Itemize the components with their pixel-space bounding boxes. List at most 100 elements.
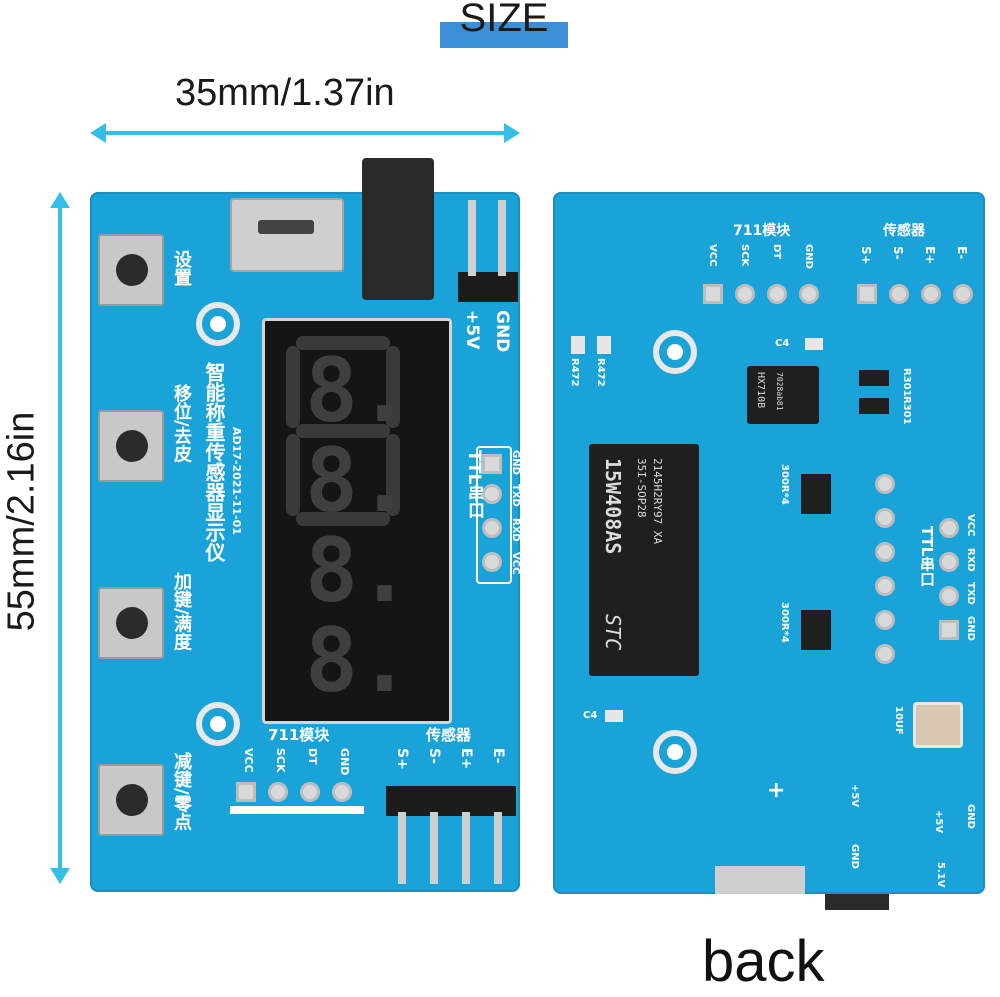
back-sensor-pin	[921, 284, 941, 304]
ttl-pin	[482, 454, 502, 474]
ttl-title: TTL串口	[464, 450, 484, 519]
back-ttl-pin	[939, 586, 959, 606]
module711-pin	[268, 782, 288, 802]
cap-label: 10UF	[893, 706, 904, 735]
size-title: SIZE	[459, 0, 549, 40]
capacitor	[605, 710, 623, 722]
back-ttl-title: TTL串口	[918, 526, 936, 587]
width-dimension-label: 35mm/1.37in	[175, 72, 395, 114]
hx710b-chip: HX710B 7028ab81	[747, 366, 819, 424]
shift-tare-button[interactable]	[98, 410, 164, 482]
sensor-pin-label: S+	[394, 748, 410, 770]
power-label: GND	[965, 804, 976, 829]
mount-hole	[196, 702, 240, 746]
module711-pin-label: VCC	[242, 748, 255, 773]
back-ttl-pin	[939, 552, 959, 572]
power-header	[458, 272, 518, 302]
back-ttl-pin-label: RXD	[965, 548, 976, 572]
back-sensor-pin	[889, 284, 909, 304]
tantalum-capacitor	[913, 702, 963, 748]
back-module711-pin-label: SCK	[739, 244, 750, 267]
set-button[interactable]	[98, 234, 164, 306]
back-ttl-pin-label: VCC	[965, 514, 976, 537]
micro-usb-port	[230, 198, 344, 272]
module711-pin-label: DT	[306, 748, 319, 765]
power-label: GND	[849, 844, 860, 869]
usb-plus-label: +	[767, 778, 786, 803]
back-sensor-pin	[953, 284, 973, 304]
ttl-pin-label: RXD	[510, 518, 521, 542]
dc-power-jack	[362, 158, 434, 300]
add-button-label: 加键/满度	[171, 572, 192, 651]
usb-port	[715, 866, 805, 894]
ttl-pad	[875, 576, 895, 596]
network-label: 300R*4	[779, 602, 790, 643]
module711-silk-line	[230, 806, 364, 814]
header-pin	[468, 200, 476, 276]
svg-text:8.: 8.	[305, 609, 411, 712]
back-board: 711模块 VCC SCK DT GND 传感器 S+ S- E+ E- R47…	[553, 192, 985, 910]
sensor-pin-label: S-	[426, 748, 442, 764]
back-sensor-pin-label: S+	[859, 246, 873, 265]
module711-pin	[300, 782, 320, 802]
mount-hole	[653, 330, 697, 374]
product-name: 智能称重传感器显示仪	[202, 362, 226, 562]
ttl-pad	[875, 508, 895, 528]
module711-pin	[332, 782, 352, 802]
back-sensor-pin	[857, 284, 877, 304]
back-module711-pin-label: DT	[771, 244, 782, 260]
capacitor	[805, 338, 823, 350]
back-label: back	[702, 929, 825, 994]
resistor-network	[801, 610, 831, 650]
switch	[825, 894, 889, 910]
header-pin	[430, 812, 438, 884]
ttl-pad	[875, 610, 895, 630]
resistor-label: R301	[901, 396, 912, 425]
mount-hole	[196, 302, 240, 346]
power-label: +5V	[933, 810, 944, 834]
ttl-pin	[482, 552, 502, 572]
size-title-underline	[440, 22, 568, 48]
back-module711-pin	[703, 284, 723, 304]
seven-segment-display: 8. 8. 8. 8.	[262, 318, 452, 724]
back-ttl-pin-label: TXD	[965, 582, 976, 605]
subtract-zero-button[interactable]	[98, 764, 164, 836]
sensor-header	[386, 786, 516, 816]
ttl-pin	[482, 518, 502, 538]
module711-pin-label: GND	[338, 748, 351, 776]
add-fullscale-button[interactable]	[98, 587, 164, 659]
ttl-pin-block	[476, 446, 512, 584]
shift-button-label: 移位/去皮	[171, 384, 192, 463]
back-module711-pin-label: GND	[803, 244, 814, 269]
sensor-title: 传感器	[426, 726, 472, 744]
module711-title: 711模块	[268, 726, 330, 744]
back-module711-title: 711模块	[733, 223, 791, 239]
front-board: 设置 移位/去皮 加键/满度 减键/零点 智能称重传感器显示仪 AD17-202…	[90, 158, 521, 892]
ttl-pad	[875, 644, 895, 664]
stc-mcu-chip: 15W408AS 35I-SOP28 2145H2RY97 XA STC	[589, 444, 699, 676]
back-module711-pin-label: VCC	[707, 244, 718, 267]
resistor	[859, 398, 889, 414]
power-pin-5v: +5V	[462, 310, 482, 350]
svg-text:8.: 8.	[305, 519, 411, 622]
back-sensor-pin-label: S-	[891, 246, 905, 260]
ttl-pin	[482, 484, 502, 504]
product-model: AD17-2021-11-01	[230, 427, 243, 535]
subtract-button-label: 减键/零点	[171, 752, 192, 831]
cap-label: C4	[775, 338, 790, 349]
set-button-label: 设置	[171, 250, 192, 286]
power-pin-gnd: GND	[492, 310, 512, 353]
cap-label: C4	[583, 710, 598, 721]
module711-pin-label: SCK	[274, 748, 287, 773]
power-label: +5V	[849, 784, 860, 808]
back-module711-pin	[799, 284, 819, 304]
ttl-pin-label: GND	[510, 450, 521, 475]
header-pin	[494, 812, 502, 884]
back-ttl-pin	[939, 620, 959, 640]
ttl-pad	[875, 542, 895, 562]
back-sensor-pin-label: E+	[923, 246, 937, 265]
header-pin	[462, 812, 470, 884]
network-label: 300R*4	[779, 464, 790, 505]
resistor-label: R472	[595, 358, 606, 387]
mount-hole	[653, 730, 697, 774]
